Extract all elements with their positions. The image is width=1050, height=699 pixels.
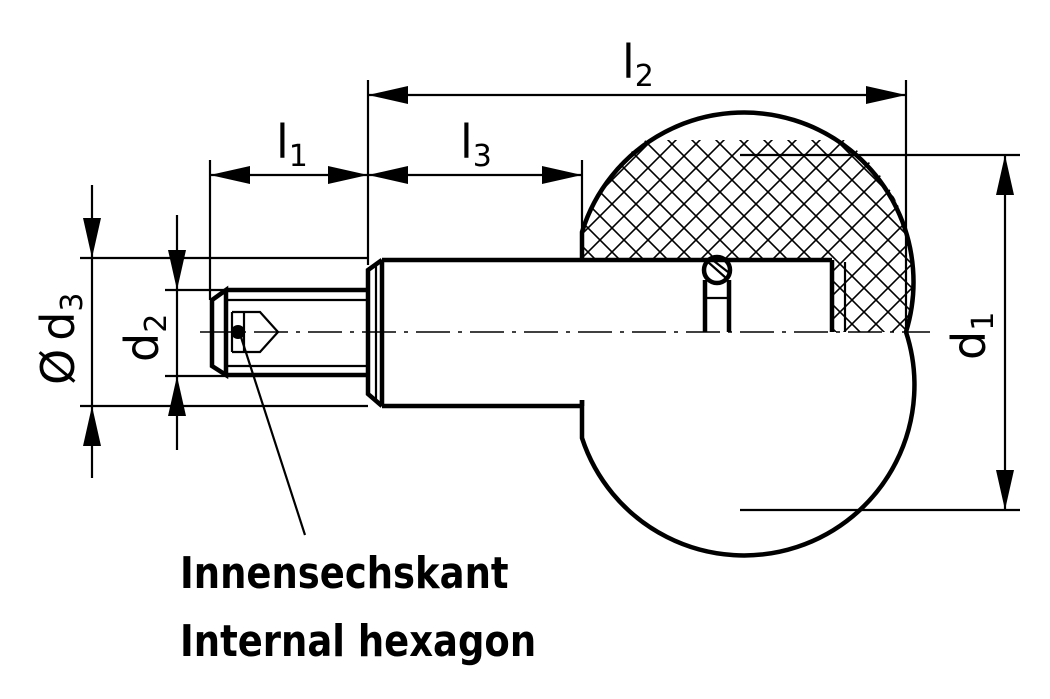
dimension-l2-line: [368, 86, 906, 104]
label-d2: d2: [115, 314, 174, 362]
threaded-stud: [209, 285, 368, 380]
dimension-d2-line: [168, 215, 186, 450]
dimension-d1-line: [996, 155, 1014, 510]
label-l1: l1: [276, 115, 308, 174]
dimension-d3-line: [83, 185, 101, 478]
label-d3: Ød3: [31, 292, 90, 385]
callout-label-english: Internal hexagon: [180, 616, 537, 667]
label-d1: d1: [942, 312, 1001, 360]
dimension-l1-line: [210, 166, 368, 184]
callout-label-german: Innensechskant: [180, 548, 509, 599]
dimension-l3-line: [368, 166, 582, 184]
label-l3: l3: [460, 115, 492, 174]
callout-leader: [238, 333, 307, 536]
extension-lines: [80, 80, 1020, 512]
knurled-knob: [579, 110, 917, 558]
pin-body: [365, 257, 585, 409]
label-l2: l2: [622, 35, 654, 94]
cross-pin: [701, 254, 733, 332]
